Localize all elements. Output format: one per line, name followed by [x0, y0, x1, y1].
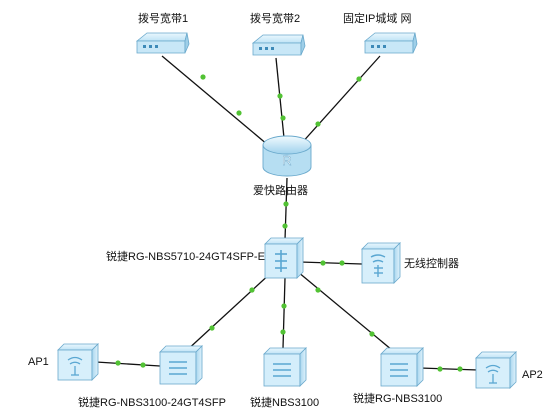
connector-dot — [283, 201, 289, 207]
connectors — [115, 74, 463, 372]
connector-dot — [437, 366, 443, 372]
modem-icon — [135, 32, 190, 54]
connector-dot — [277, 93, 283, 99]
connector-dot — [140, 362, 146, 368]
label-switch-right: 锐捷RG-NBS3100 — [353, 393, 443, 405]
label-switch-left: 锐捷RG-NBS3100-24GT4SFP — [78, 397, 226, 409]
link-core-switch-right — [297, 271, 393, 351]
link-core-wlc — [299, 261, 363, 265]
connector-dot — [315, 121, 321, 127]
label-switch-mid: 锐捷NBS3100 — [250, 397, 320, 409]
connector-dot — [209, 325, 215, 331]
connector-dot — [280, 115, 286, 121]
label-wireless-controller: 无线控制器 — [404, 258, 459, 270]
link-core-switch-left — [184, 271, 273, 353]
access-switch-icon — [159, 345, 203, 385]
connector-dot — [115, 360, 121, 366]
link-switch-right-ap2 — [419, 367, 479, 371]
connector-dot — [320, 260, 326, 266]
connector-dot — [356, 76, 362, 82]
modem-icon — [251, 34, 306, 56]
link-modem1-router — [161, 55, 269, 146]
label-modem2: 拨号宽带2 — [250, 13, 301, 25]
connector-dot — [249, 287, 255, 293]
connector-dot — [282, 223, 288, 229]
connector-dot — [280, 329, 286, 335]
label-modem1: 拨号宽带1 — [138, 13, 189, 25]
modem-icon — [363, 32, 418, 54]
connector-dot — [339, 260, 345, 266]
label-core-switch: 锐捷RG-NBS5710-24GT4SFP-E — [106, 251, 265, 263]
access-point-icon — [475, 351, 517, 389]
core-switch-icon — [264, 237, 304, 279]
connector-dot — [236, 110, 242, 116]
wireless-controller-icon — [361, 242, 401, 284]
link-core-switch-mid — [282, 277, 286, 349]
label-modem3: 固定IP城域 网 — [343, 13, 412, 25]
label-router: 爱快路由器 — [253, 185, 308, 197]
label-ap2: AP2 — [522, 369, 543, 381]
router-icon: R — [262, 135, 312, 177]
link-switch-left-ap1 — [95, 361, 161, 367]
access-switch-icon — [263, 347, 307, 387]
links — [95, 55, 479, 371]
access-point-icon — [57, 343, 99, 381]
label-ap1: AP1 — [28, 356, 49, 368]
router-symbol: R — [282, 153, 291, 168]
link-router-core — [284, 177, 288, 241]
connector-dot — [457, 366, 463, 372]
connector-dot — [315, 287, 321, 293]
access-switch-icon — [380, 347, 424, 387]
connector-dot — [281, 303, 287, 309]
connector-dot — [200, 74, 206, 80]
link-modem3-router — [299, 55, 381, 146]
connector-dot — [369, 331, 375, 337]
